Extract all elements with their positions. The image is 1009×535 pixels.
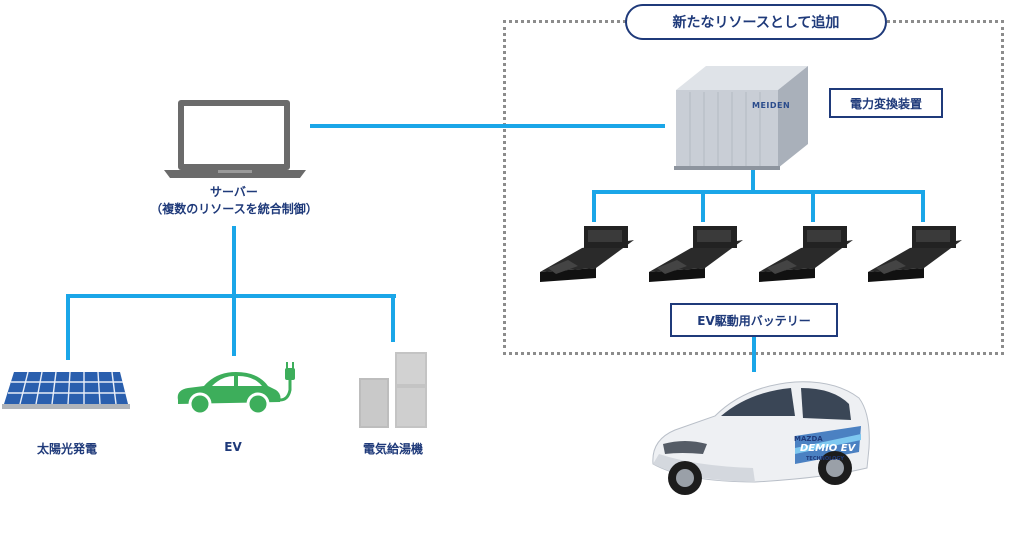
battery-module-icon-1 <box>540 226 634 282</box>
battery-bus-line <box>592 190 925 194</box>
converter-down-line <box>751 168 755 192</box>
solar-panel-icon <box>2 371 130 409</box>
laptop-icon <box>164 100 306 178</box>
resource-drop-solar <box>66 294 70 360</box>
ev-car-photo <box>652 381 870 495</box>
battery-module-icon-3 <box>759 226 853 282</box>
ev-car-icon <box>177 362 295 416</box>
car-model-text: DEMIO EV <box>800 443 856 454</box>
power-converter-label: 電力変換装置 <box>829 88 943 118</box>
battery-module-icon-4 <box>868 226 962 282</box>
battery-drop-1 <box>592 190 596 222</box>
battery-drop-2 <box>701 190 705 222</box>
solar-label: 太陽光発電 <box>36 442 97 456</box>
car-brand-text: MAZDA <box>794 435 823 443</box>
server-label: サーバー （複数のリソースを統合制御） <box>134 184 334 218</box>
ev-label: EV <box>224 440 242 454</box>
server-to-converter-line <box>310 124 665 128</box>
resource-drop-ev <box>232 294 236 356</box>
server-label-line1: サーバー <box>210 185 258 199</box>
car-sub-text: TECHNOLOGY <box>806 456 844 462</box>
converter-brand: MEIDEN <box>752 101 791 110</box>
server-label-line2: （複数のリソースを統合制御） <box>150 202 318 216</box>
resource-drop-heater <box>391 294 395 342</box>
power-converter-icon <box>674 66 808 170</box>
server-down-line <box>232 226 236 296</box>
battery-drop-3 <box>811 190 815 222</box>
battery-to-car-line <box>752 336 756 372</box>
new-resource-group-title: 新たなリソースとして追加 <box>625 4 887 40</box>
water-heater-icon <box>359 352 427 428</box>
resource-bus-line <box>66 294 396 298</box>
battery-module-icon-2 <box>649 226 743 282</box>
battery-drop-4 <box>921 190 925 222</box>
ev-battery-label: EV駆動用バッテリー <box>670 303 838 337</box>
water-heater-label: 電気給湯機 <box>362 442 423 456</box>
